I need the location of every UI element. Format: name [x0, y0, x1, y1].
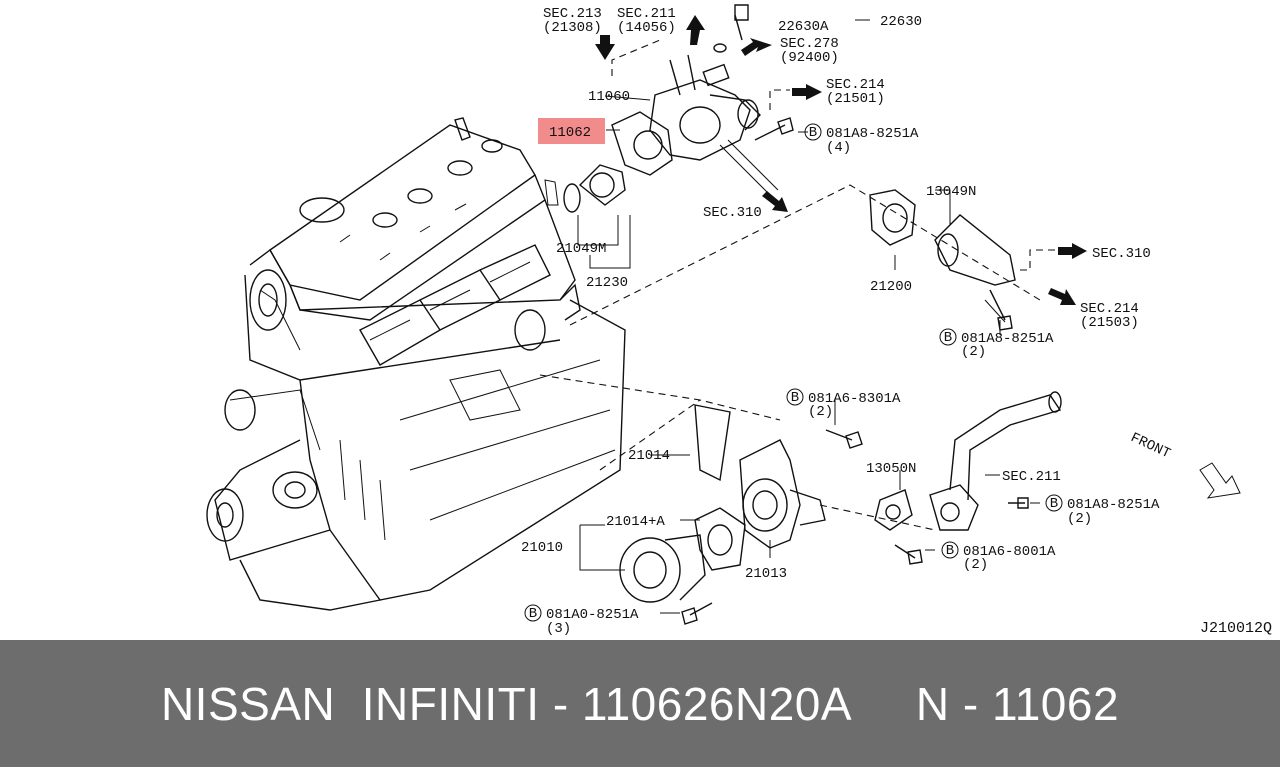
- label-sec213-code: (21308): [543, 20, 602, 36]
- footer-banner: NISSAN INFINITI - 110626N20A N - 11062: [0, 640, 1280, 767]
- label-13049n: 13049N: [926, 184, 976, 200]
- part-number-caption: NISSAN INFINITI - 110626N20A N - 11062: [160, 677, 1120, 730]
- parts-diagram: B B B B B B SEC.213 (21308) SEC.211 (140…: [206, 4, 1241, 637]
- label-bolt-081a0-8251a: 081A0-8251A: [546, 607, 639, 623]
- label-21230: 21230: [586, 275, 628, 291]
- b-mark: B: [791, 390, 799, 406]
- label-sec310-right: SEC.310: [1092, 246, 1151, 262]
- label-bolt-qty-4: (4): [826, 140, 851, 156]
- outlet-13049N: [934, 214, 1016, 323]
- label-bolt-081a6-8301a: 081A6-8301A: [808, 391, 901, 407]
- label-21013: 21013: [745, 566, 787, 582]
- diagram-reference-code: J210012Q: [1199, 620, 1272, 637]
- label-sec278-code: (92400): [780, 50, 839, 66]
- label-bolt-qty-3: (3): [546, 621, 571, 637]
- label-sec211-top-code: (14056): [617, 20, 676, 36]
- label-sec213: SEC.213: [543, 6, 602, 22]
- label-sec214-top: SEC.214: [826, 77, 885, 93]
- label-bolt-081a8-8251a-2c: 081A8-8251A: [1067, 497, 1160, 513]
- b-circle-markers: [524, 123, 1063, 622]
- gasket-11062: [611, 111, 673, 176]
- highlight-box: [538, 118, 605, 144]
- bolts: [681, 4, 1029, 625]
- label-sec310-left: SEC.310: [703, 205, 762, 221]
- label-21010: 21010: [521, 540, 563, 556]
- water-pump: [619, 404, 826, 603]
- b-mark: B: [529, 606, 537, 622]
- label-21049m: 21049M: [556, 241, 606, 257]
- label-11062: 11062: [549, 125, 591, 141]
- label-sec211-top: SEC.211: [617, 6, 676, 22]
- label-21014-plus-a: 21014+A: [606, 514, 665, 530]
- label-sec214-top-code: (21501): [826, 91, 885, 107]
- label-bolt-qty-2c: (2): [1067, 511, 1092, 527]
- b-mark: B: [809, 125, 817, 141]
- leader-lines: [539, 19, 1055, 614]
- b-mark: B: [1050, 496, 1058, 512]
- label-bolt-qty-2b: (2): [808, 404, 833, 420]
- label-sec214-right-code: (21503): [1080, 315, 1139, 331]
- label-22630a: 22630A: [778, 19, 829, 35]
- label-bolt-081a8-8251a-2a: 081A8-8251A: [961, 331, 1054, 347]
- thermostat-housing: [649, 54, 779, 196]
- label-bolt-qty-2d: (2): [963, 557, 988, 573]
- label-21200: 21200: [870, 279, 912, 295]
- label-sec278: SEC.278: [780, 36, 839, 52]
- label-22630: 22630: [880, 14, 922, 30]
- label-21014: 21014: [628, 448, 670, 464]
- label-bolt-081a6-8001a: 081A6-8001A: [963, 544, 1056, 560]
- label-front: FRONT: [1128, 430, 1173, 462]
- label-13050n: 13050N: [866, 461, 916, 477]
- b-mark: B: [944, 330, 952, 346]
- label-sec211-right: SEC.211: [1002, 469, 1061, 485]
- b-mark: B: [946, 543, 954, 559]
- direction-arrows: [595, 15, 1241, 499]
- inlet-pipe: [874, 391, 1062, 531]
- label-sec214-right: SEC.214: [1080, 301, 1139, 317]
- label-bolt-081a8-8251a-4: 081A8-8251A: [826, 126, 919, 142]
- thermostat-21200: [563, 164, 916, 246]
- engine-block-illustration: [206, 117, 626, 611]
- label-bolt-qty-2a: (2): [961, 344, 986, 360]
- label-11060: 11060: [588, 89, 630, 105]
